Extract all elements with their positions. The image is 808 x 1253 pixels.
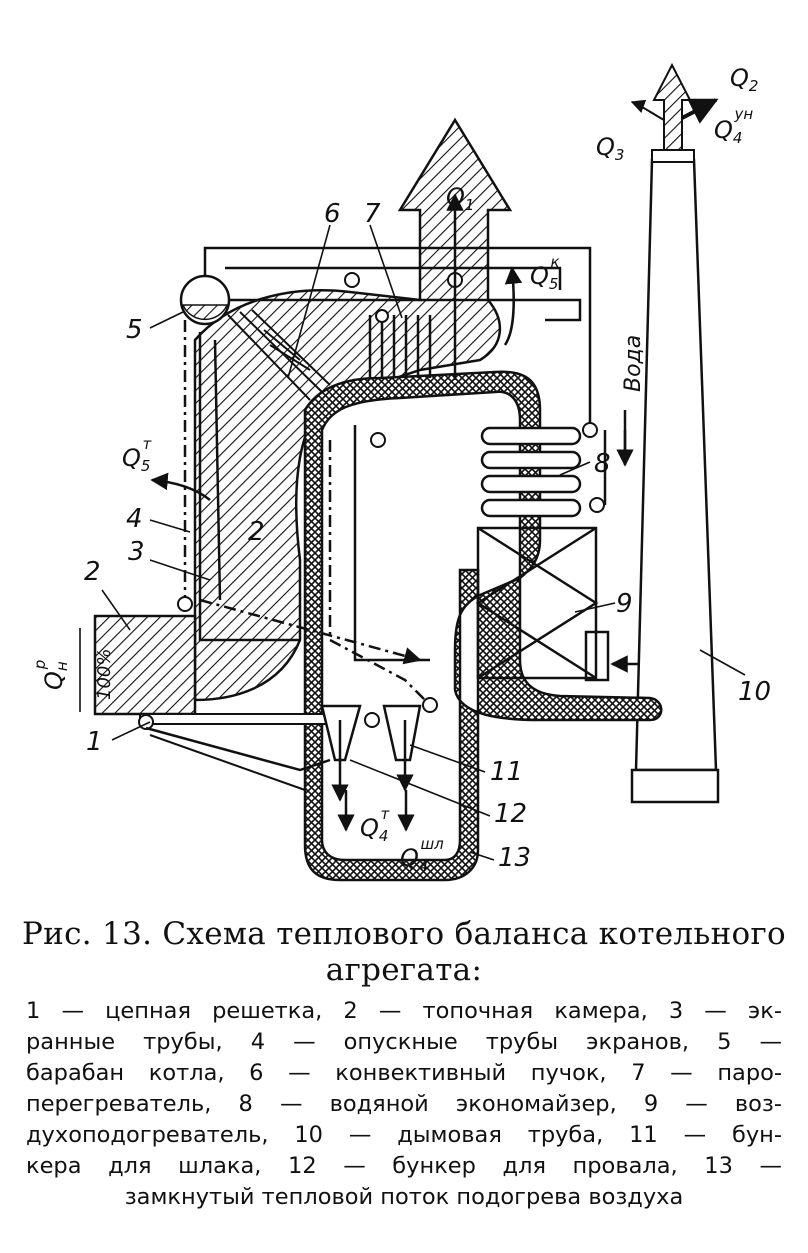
convective-bundle (227, 309, 331, 401)
label-13: 13 (498, 843, 531, 873)
label-9: 9 (616, 589, 633, 619)
label-water: Вода (621, 335, 646, 392)
caption-title: Рис. 13. Схема теплового баланса котельн… (20, 916, 788, 988)
legend-line: кера для шлака, 12 — бункер для провала,… (26, 1153, 782, 1179)
label-1: 1 (86, 727, 103, 757)
leader-lines (79, 224, 746, 861)
svg-text:Q5т: Q5т (122, 435, 152, 475)
caption-legend: 1 — цепная решетка, 2 — топочная камера,… (26, 996, 782, 1213)
label-2-furnace: 2 (248, 517, 265, 547)
label-10: 10 (738, 677, 771, 707)
caption-title-line1: Рис. 13. Схема теплового баланса котельн… (21, 916, 787, 952)
label-4: 4 (126, 504, 143, 534)
label-100-percent: 100% (94, 649, 115, 700)
legend-line: перегреватель, 8 — водяной экономайзер, … (26, 1091, 782, 1117)
svg-text:Q2: Q2 (730, 64, 758, 95)
air-preheat-loop (303, 370, 663, 882)
q-labels: Q1 Q2 Q3 Q4ун Q5к Q5т Q4т Q4шл Qнр (31, 64, 758, 875)
boiler-heat-balance-diagram: 1 2 2 3 4 5 6 7 8 9 10 11 12 13 100% Вод… (31, 62, 771, 882)
label-6: 6 (324, 199, 341, 229)
svg-text:Q4ун: Q4ун (714, 105, 753, 147)
slag-bunkers (320, 704, 422, 832)
heat-loss-arrows (150, 193, 634, 501)
legend-line: ранные трубы, 4 — опускные трубы экранов… (26, 1029, 782, 1055)
svg-text:Qнр: Qнр (31, 660, 71, 690)
legend-line: духоподогреватель, 10 — дымовая труба, 1… (26, 1122, 782, 1148)
svg-text:Q5к: Q5к (530, 253, 560, 293)
water-steam-pipes (183, 246, 607, 706)
label-8: 8 (594, 449, 611, 479)
label-12: 12 (494, 799, 527, 829)
air-preheater (475, 526, 640, 682)
label-2: 2 (84, 557, 101, 587)
label-5: 5 (126, 315, 143, 345)
label-11: 11 (490, 757, 523, 787)
svg-text:Q4шл: Q4шл (400, 835, 444, 875)
legend-line: барабан котла, 6 — конвективный пучок, 7… (26, 1060, 782, 1086)
legend-line: замкнутый тепловой поток подогрева возду… (124, 1184, 684, 1210)
svg-text:Q4т: Q4т (360, 805, 390, 845)
chain-grate (93, 614, 331, 791)
superheater (368, 315, 432, 378)
flue-gas-flow (193, 117, 513, 702)
label-3: 3 (128, 537, 145, 567)
caption-title-line2: агрегата: (325, 952, 483, 988)
legend-line: 1 — цепная решетка, 2 — топочная камера,… (26, 998, 782, 1024)
svg-text:Q3: Q3 (596, 133, 624, 164)
water-economizer (480, 426, 582, 518)
chimney (630, 62, 720, 804)
label-7: 7 (364, 199, 381, 229)
boiler-drum (179, 274, 231, 326)
svg-text:Q1: Q1 (446, 183, 474, 214)
figure-caption: Рис. 13. Схема теплового баланса котельн… (20, 916, 788, 988)
